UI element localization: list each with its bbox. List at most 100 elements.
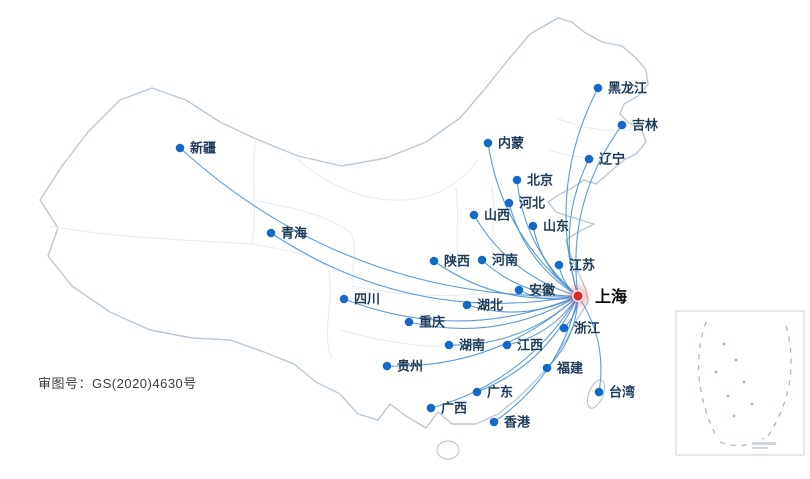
province-marker[interactable]: 台湾 xyxy=(594,385,635,400)
province-label: 黑龙江 xyxy=(608,81,647,96)
province-label: 广东 xyxy=(487,385,513,400)
inset-islands xyxy=(714,342,754,418)
province-dot[interactable] xyxy=(472,387,482,397)
province-dot[interactable] xyxy=(528,221,538,231)
connection-line xyxy=(179,147,579,297)
origin-marker[interactable]: 上海 xyxy=(564,282,627,310)
province-dot[interactable] xyxy=(429,256,439,266)
connection-line xyxy=(473,214,579,297)
province-dot[interactable] xyxy=(444,340,454,350)
province-marker[interactable]: 山东 xyxy=(528,219,569,234)
province-label: 吉林 xyxy=(632,118,658,133)
province-label: 山东 xyxy=(543,219,569,234)
province-dot[interactable] xyxy=(504,198,514,208)
province-marker[interactable]: 四川 xyxy=(339,292,380,307)
connection-line xyxy=(270,232,579,304)
origin-dot[interactable] xyxy=(572,290,584,302)
province-label: 山西 xyxy=(484,208,510,223)
connection-line xyxy=(430,295,579,409)
province-label: 内蒙 xyxy=(498,136,524,151)
province-dot[interactable] xyxy=(489,417,499,427)
province-dot[interactable] xyxy=(584,154,594,164)
province-dot[interactable] xyxy=(339,294,349,304)
province-marker[interactable]: 福建 xyxy=(542,361,583,376)
province-marker[interactable]: 北京 xyxy=(512,173,553,188)
province-marker[interactable]: 广东 xyxy=(472,385,513,400)
province-label: 广西 xyxy=(441,401,467,416)
province-label: 陕西 xyxy=(444,254,470,269)
nine-dash-line-left xyxy=(698,321,717,437)
map-approval-number: 审图号：GS(2020)4630号 xyxy=(38,376,197,391)
province-label: 江苏 xyxy=(569,258,595,273)
province-marker[interactable]: 黑龙江 xyxy=(593,81,647,96)
province-label: 辽宁 xyxy=(599,152,625,167)
province-marker[interactable]: 重庆 xyxy=(404,315,445,330)
province-marker[interactable]: 江苏 xyxy=(554,258,595,273)
province-dot[interactable] xyxy=(477,255,487,265)
province-dot[interactable] xyxy=(617,120,627,130)
inset-border xyxy=(675,310,805,456)
nine-dash-line-bottom xyxy=(719,437,765,447)
south-china-sea-inset xyxy=(675,310,805,456)
province-label: 安徽 xyxy=(529,283,556,298)
province-marker[interactable]: 湖北 xyxy=(462,298,503,313)
inset-scale xyxy=(752,442,776,449)
connection-line xyxy=(516,179,579,297)
province-dot[interactable] xyxy=(594,387,604,397)
province-dot[interactable] xyxy=(469,210,479,220)
province-dot[interactable] xyxy=(462,300,472,310)
province-dot[interactable] xyxy=(514,285,524,295)
province-label: 浙江 xyxy=(574,321,600,336)
province-dot[interactable] xyxy=(559,323,569,333)
connection-line xyxy=(568,158,590,297)
province-dot[interactable] xyxy=(512,175,522,185)
origin-label: 上海 xyxy=(595,287,627,306)
province-marker[interactable]: 江西 xyxy=(502,338,543,353)
province-marker[interactable]: 河北 xyxy=(504,196,545,211)
province-marker[interactable]: 湖南 xyxy=(444,338,485,353)
province-label: 河北 xyxy=(519,196,545,211)
province-label: 河南 xyxy=(492,253,518,268)
province-marker[interactable]: 吉林 xyxy=(617,118,658,133)
province-marker[interactable]: 安徽 xyxy=(514,283,556,298)
province-label: 福建 xyxy=(556,361,583,376)
province-marker[interactable]: 香港 xyxy=(489,415,531,430)
province-label: 青海 xyxy=(281,226,307,241)
province-marker[interactable]: 河南 xyxy=(477,253,518,268)
connection-line xyxy=(476,295,579,393)
province-label: 四川 xyxy=(354,292,380,307)
province-marker[interactable]: 内蒙 xyxy=(483,136,524,151)
province-marker[interactable]: 新疆 xyxy=(175,141,216,156)
province-marker[interactable]: 广西 xyxy=(426,401,467,416)
province-dot[interactable] xyxy=(175,143,185,153)
province-marker[interactable]: 辽宁 xyxy=(584,152,625,167)
province-marker[interactable]: 陕西 xyxy=(429,254,470,269)
province-label: 江西 xyxy=(517,338,543,353)
province-dot[interactable] xyxy=(554,260,564,270)
province-label: 香港 xyxy=(503,415,531,430)
connection-lines-layer xyxy=(179,87,623,423)
province-marker[interactable]: 浙江 xyxy=(559,321,600,336)
connection-line xyxy=(386,295,579,367)
province-label: 湖北 xyxy=(477,298,503,313)
province-dot[interactable] xyxy=(426,403,436,413)
hainan-island xyxy=(436,440,460,460)
province-label: 贵州 xyxy=(397,359,423,374)
province-marker[interactable]: 山西 xyxy=(469,208,510,223)
connection-line xyxy=(433,260,579,299)
province-label: 新疆 xyxy=(190,141,216,156)
province-dot[interactable] xyxy=(593,83,603,93)
province-marker[interactable]: 青海 xyxy=(266,226,307,241)
province-dot[interactable] xyxy=(542,363,552,373)
province-label: 台湾 xyxy=(609,385,635,400)
province-marker[interactable]: 贵州 xyxy=(382,359,423,374)
connection-line xyxy=(575,124,623,297)
province-dot[interactable] xyxy=(404,317,414,327)
province-dot[interactable] xyxy=(502,340,512,350)
province-dot[interactable] xyxy=(266,228,276,238)
province-dot[interactable] xyxy=(382,361,392,371)
province-dot[interactable] xyxy=(483,138,493,148)
